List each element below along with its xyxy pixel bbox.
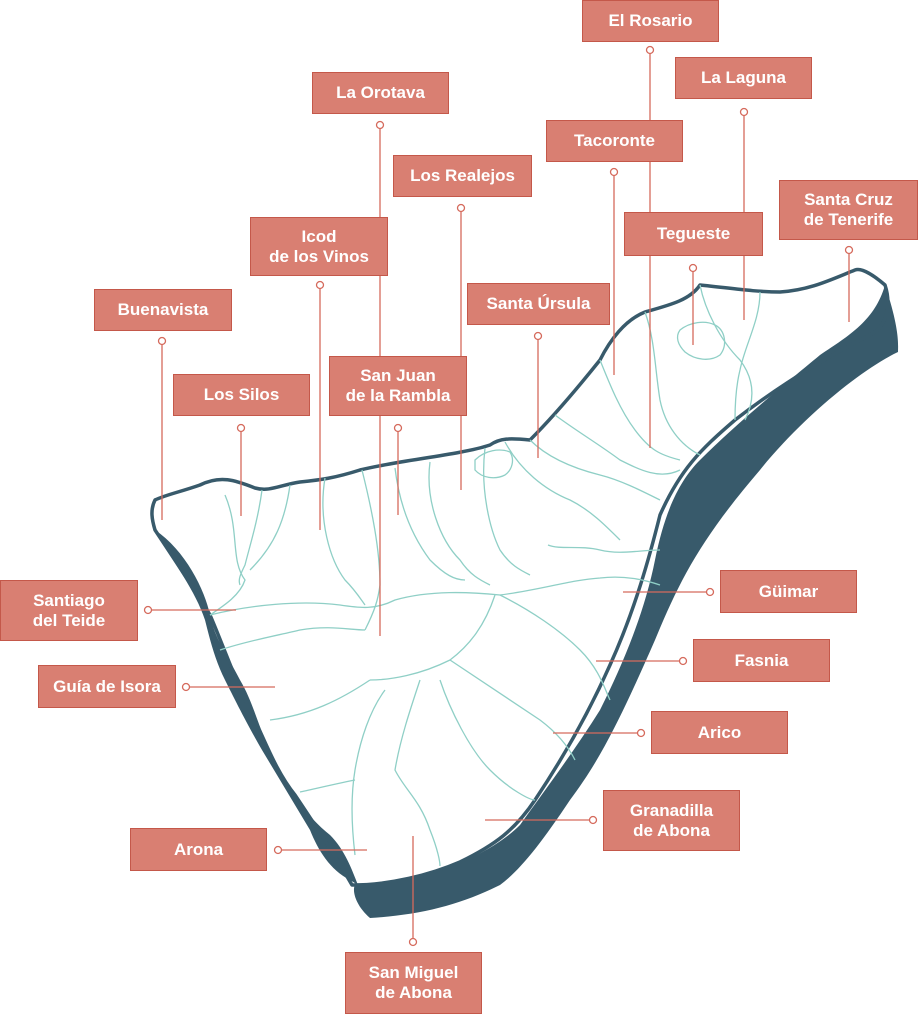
- label-la-laguna[interactable]: La Laguna: [675, 57, 812, 99]
- label-santa-ursula[interactable]: Santa Úrsula: [467, 283, 610, 325]
- leader-anchor-fasnia: [678, 656, 688, 666]
- leader-anchor-la-laguna: [739, 107, 749, 117]
- leader-anchor-tegueste: [688, 263, 698, 273]
- leader-anchor-granadilla: [588, 815, 598, 825]
- west-coast-band: [155, 530, 358, 885]
- label-los-realejos[interactable]: Los Realejos: [393, 155, 532, 197]
- leader-anchor-tacoronte: [609, 167, 619, 177]
- leader-anchor-santa-ursula: [533, 331, 543, 341]
- label-los-silos[interactable]: Los Silos: [173, 374, 310, 416]
- label-tacoronte[interactable]: Tacoronte: [546, 120, 683, 162]
- south-coast-band: [353, 285, 899, 918]
- label-buenavista[interactable]: Buenavista: [94, 289, 232, 331]
- leader-anchor-icod: [315, 280, 325, 290]
- leader-anchor-buenavista: [157, 336, 167, 346]
- leader-anchor-la-orotava: [375, 120, 385, 130]
- leader-anchor-santa-cruz: [844, 245, 854, 255]
- leader-anchor-los-realejos: [456, 203, 466, 213]
- island-outline: [150, 267, 890, 887]
- label-arona[interactable]: Arona: [130, 828, 267, 871]
- label-arico[interactable]: Arico: [651, 711, 788, 754]
- label-guimar[interactable]: Güimar: [720, 570, 857, 613]
- leader-anchor-arona: [273, 845, 283, 855]
- leader-anchor-san-miguel: [408, 937, 418, 947]
- leader-anchor-el-rosario: [645, 45, 655, 55]
- leader-anchor-guia: [181, 682, 191, 692]
- leader-anchor-san-juan: [393, 423, 403, 433]
- label-el-rosario[interactable]: El Rosario: [582, 0, 719, 42]
- label-la-orotava[interactable]: La Orotava: [312, 72, 449, 114]
- leader-anchor-santiago: [143, 605, 153, 615]
- label-fasnia[interactable]: Fasnia: [693, 639, 830, 682]
- label-tegueste[interactable]: Tegueste: [624, 212, 763, 256]
- municipal-borders: [209, 284, 761, 867]
- label-guia[interactable]: Guía de Isora: [38, 665, 176, 708]
- leader-anchor-los-silos: [236, 423, 246, 433]
- leader-anchor-guimar: [705, 587, 715, 597]
- leader-anchor-arico: [636, 728, 646, 738]
